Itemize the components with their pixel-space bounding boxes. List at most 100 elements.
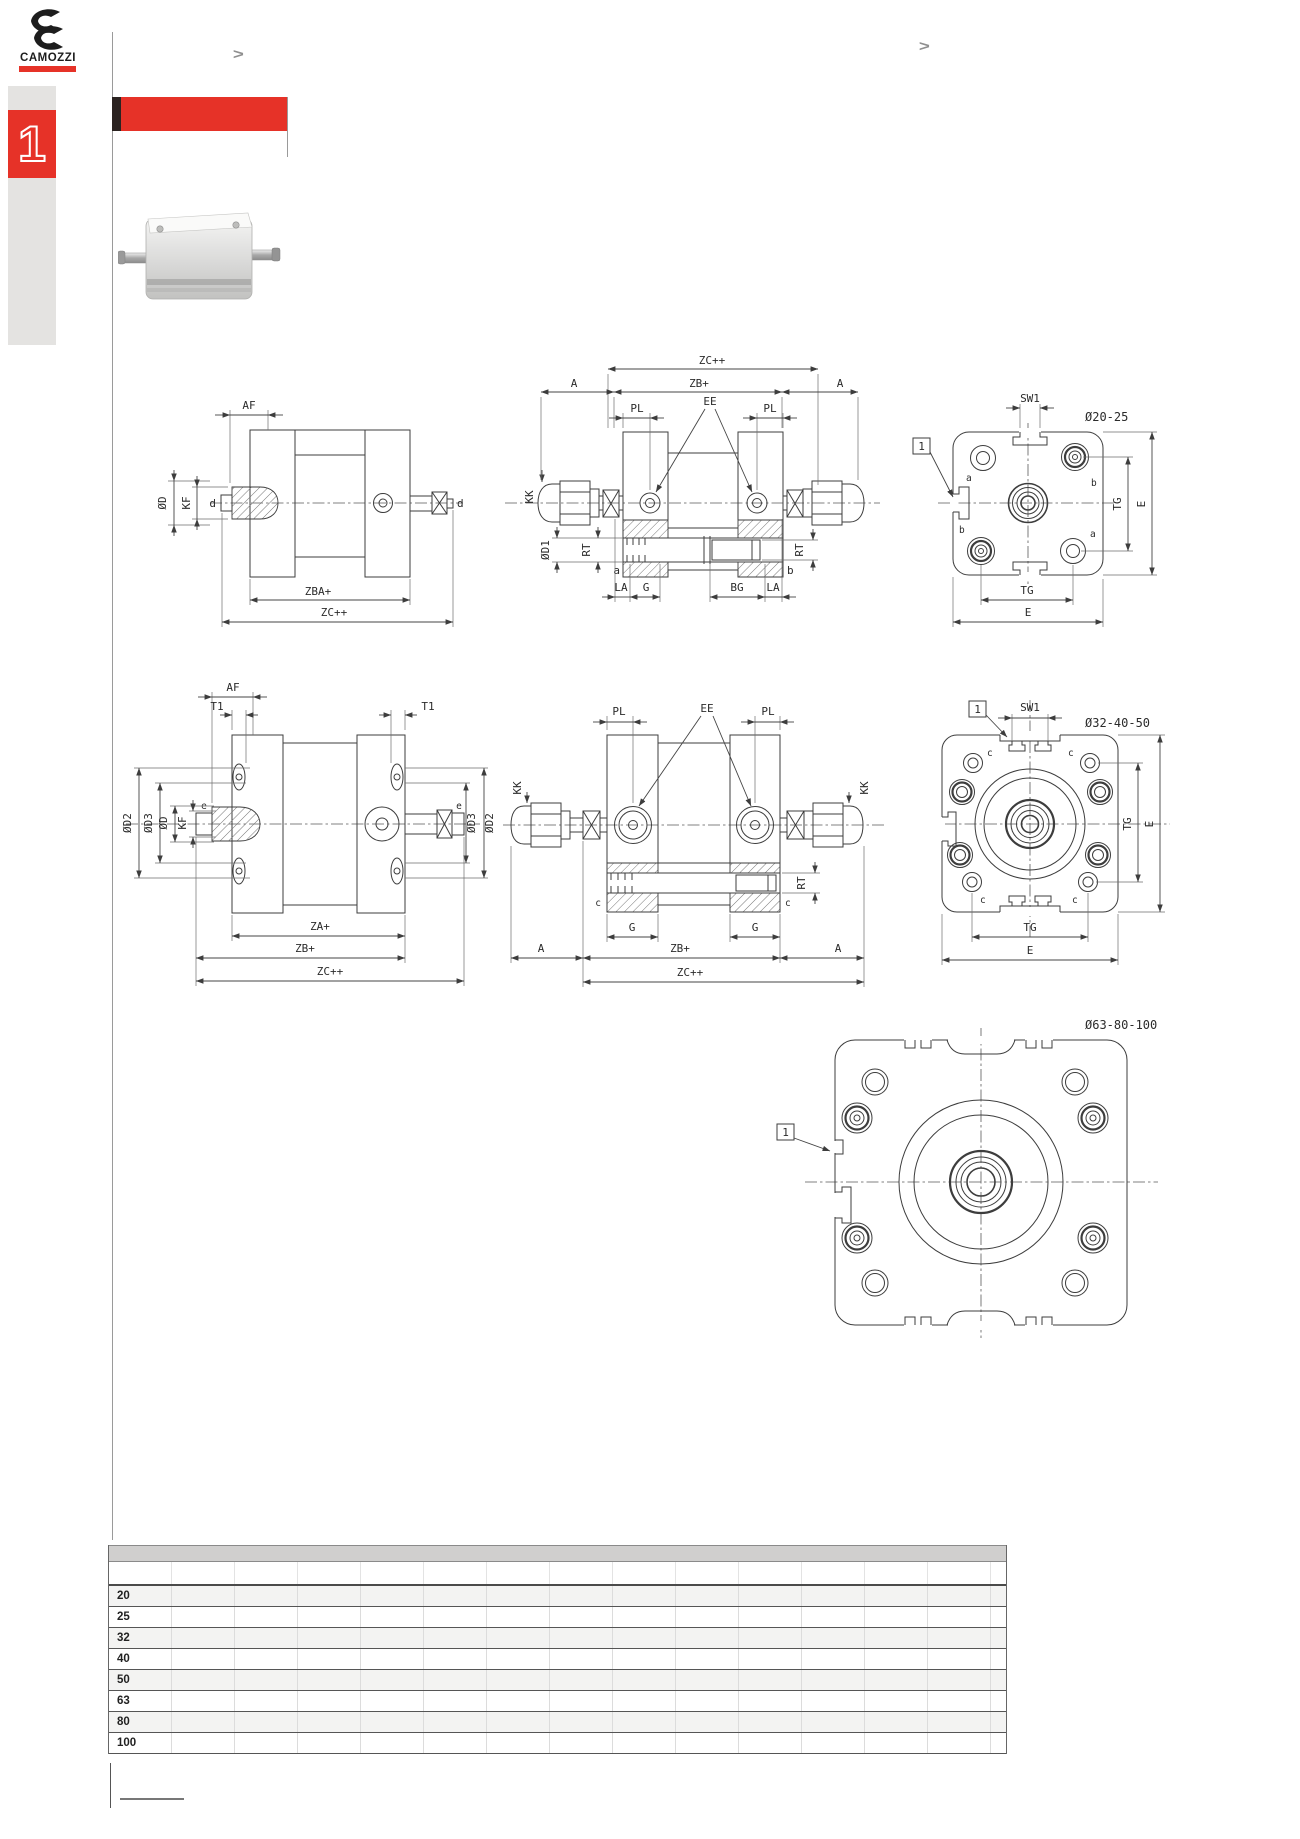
dim-label-diad2: ØD (157, 816, 170, 829)
dim-label-pl-right2: PL (761, 705, 775, 718)
dim-label-kk-right: KK (858, 781, 871, 795)
dim-label-zb3: ZB+ (670, 942, 690, 955)
dim-label-d-left: d (209, 497, 216, 510)
drawing-side-view-2: e e AF T1 T1 ØD2 ØD3 ØD (121, 681, 496, 995)
product-photo (118, 212, 281, 300)
camozzi-logo: CAMOZZI (16, 8, 86, 74)
dim-label-g-left: G (629, 921, 636, 934)
dim-label-la-left: LA (614, 581, 628, 594)
table-row: 25 (109, 1607, 1006, 1628)
dim-label-tg-right2: TG (1121, 817, 1134, 830)
dim-label-af2: AF (226, 681, 239, 694)
dim-label-t1-right: T1 (421, 700, 434, 713)
footer-margin-rule (110, 1763, 111, 1808)
hole-label-c-right: c (785, 898, 791, 909)
dim-label-d2-left: ØD2 (121, 813, 134, 833)
drawing-title-63-80-100: Ø63-80-100 (1085, 1018, 1157, 1032)
logo-underline (19, 66, 76, 72)
hole-label-c-left: c (595, 898, 601, 909)
dim-label-ee2: EE (700, 702, 713, 715)
dim-label-g: G (643, 581, 650, 594)
hole-label-b: b (787, 564, 794, 577)
dim-label-zc2: ZC++ (317, 965, 344, 978)
dim-label-kf2: KF (176, 816, 189, 829)
dim-label-ee: EE (703, 395, 716, 408)
dim-label-e-bottom: E (1025, 606, 1032, 619)
dim-label-zba: ZBA+ (305, 585, 332, 598)
page-margin-rule (112, 32, 113, 1540)
dim-label-d3-right: ØD3 (465, 813, 478, 833)
dim-label-e-left: e (201, 801, 207, 812)
drawing-title-20-25: Ø20-25 (1085, 410, 1128, 424)
dim-label-sw1: SW1 (1020, 392, 1040, 405)
camozzi-logo-icon (31, 9, 63, 50)
drawing-side-view-1: d d AF ØD KF ZBA+ ZC++ (156, 399, 464, 650)
table-row: 20 (109, 1586, 1006, 1607)
series-title-bar-rule (287, 97, 288, 157)
dim-label-af: AF (242, 399, 255, 412)
dim-label-e-bottom2: E (1027, 944, 1034, 957)
table-header-band (109, 1545, 1006, 1562)
dim-label-a-left2: A (538, 942, 545, 955)
breadcrumb-chevron-right: > (918, 38, 930, 55)
series-title-bar-edge (112, 97, 121, 131)
dim-label-tg-bottom2: TG (1023, 921, 1036, 934)
hole-label-b-tr: b (1091, 478, 1097, 489)
table-row: 80 (109, 1712, 1006, 1733)
dim-label-e-right: e (456, 801, 462, 812)
hole-label-a-tl: a (966, 473, 972, 484)
dim-label-e-right2: E (1143, 821, 1156, 828)
bore-label: 80 (117, 1716, 130, 1728)
dim-label-d3-left: ØD3 (142, 813, 155, 833)
dim-label-rt-left: RT (580, 543, 593, 557)
balloon-3: 1 (782, 1126, 789, 1139)
drawing-title-32-40-50: Ø32-40-50 (1085, 716, 1150, 730)
dim-label-d1: ØD1 (539, 540, 552, 560)
dim-label-la-right: LA (766, 581, 780, 594)
dim-label-a-right: A (837, 377, 844, 390)
table-row: 100 (109, 1733, 1006, 1754)
hole-label-a: a (613, 564, 620, 577)
bore-label: 32 (117, 1632, 130, 1644)
chapter-tab: 1 (8, 110, 56, 178)
dim-label-zc1: ZC++ (699, 354, 726, 367)
balloon-2: 1 (974, 703, 981, 716)
balloon-1: 1 (918, 440, 925, 453)
hole-label-c-tl: c (987, 748, 993, 759)
dim-label-pl-right: PL (763, 402, 777, 415)
dim-label-g-right: G (752, 921, 759, 934)
dim-label-zb2: ZB+ (295, 942, 315, 955)
dim-label-e-right: E (1135, 501, 1148, 508)
breadcrumb-chevron-left: > (232, 46, 244, 63)
dim-label-pl-left: PL (630, 402, 644, 415)
dimension-table: 20 25 32 40 50 63 80 100 (108, 1545, 1007, 1754)
bore-label: 50 (117, 1674, 130, 1686)
bore-label: 40 (117, 1653, 130, 1665)
dim-label-bg: BG (730, 581, 743, 594)
bore-label: 20 (117, 1590, 130, 1602)
series-title-bar (121, 97, 287, 131)
dim-label-rt-right: RT (793, 543, 806, 557)
dim-label-zb1: ZB+ (689, 377, 709, 390)
dim-label-za: ZA+ (310, 920, 330, 933)
dim-label-tg-right: TG (1111, 497, 1124, 510)
dim-label-a-right2: A (835, 942, 842, 955)
dim-label-sw1-2: SW1 (1020, 701, 1040, 714)
drawing-face-view-63-80-100: 1 Ø63-80-100 (770, 1018, 1190, 1350)
footnote-rule (120, 1798, 184, 1800)
bore-label: 25 (117, 1611, 130, 1623)
drawing-section-view-2: KK KK PL PL EE c c RT G G A (495, 702, 890, 1000)
dim-label-pl-left2: PL (612, 705, 626, 718)
dim-label-kk-left: KK (511, 781, 524, 795)
hole-label-c-bl: c (980, 895, 986, 906)
table-row: 40 (109, 1649, 1006, 1670)
dim-label-d-right: d (457, 497, 464, 510)
dim-label-a-left: A (571, 377, 578, 390)
dim-label-rt2: RT (795, 876, 808, 890)
hole-label-b-bl: b (959, 525, 965, 536)
dim-label-kf: KF (180, 496, 193, 509)
hole-label-a-br: a (1090, 529, 1096, 540)
table-subheader-row (109, 1562, 1006, 1586)
dim-label-tg-bottom: TG (1020, 584, 1033, 597)
